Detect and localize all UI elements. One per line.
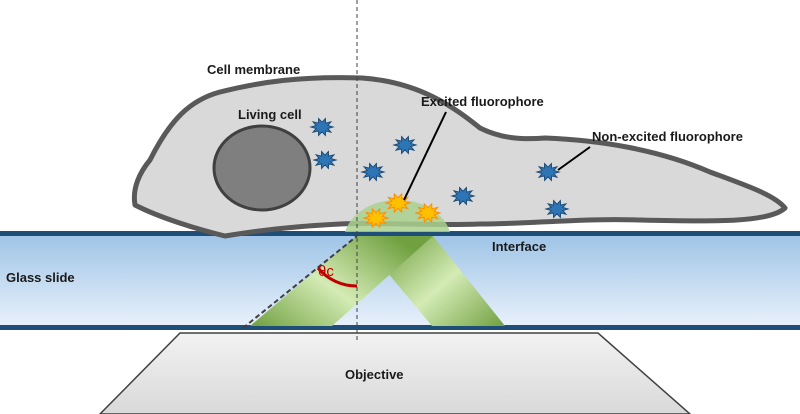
nucleus — [212, 124, 312, 212]
excited-fluorophore-label: Excited fluorophore — [421, 94, 544, 109]
non-excited-fluorophore-icon — [312, 150, 338, 170]
objective-label: Objective — [345, 367, 404, 382]
excited-fluorophore-icon — [414, 202, 442, 224]
non-excited-fluorophore-icon — [544, 199, 570, 219]
excited-pointer — [403, 111, 447, 201]
critical-angle-line — [242, 235, 358, 329]
non-excited-fluorophore-icon — [309, 117, 335, 137]
living-cell-label: Living cell — [238, 107, 302, 122]
critical-angle-label: θc — [318, 263, 334, 280]
non-excited-fluorophore-icon — [392, 135, 418, 155]
non-excited-fluorophore-icon — [450, 186, 476, 206]
cell-membrane-label: Cell membrane — [207, 62, 300, 77]
fluorophores — [309, 117, 570, 229]
excited-fluorophore-icon — [362, 207, 390, 229]
objective-lens — [98, 332, 692, 414]
glass-slide-label: Glass slide — [6, 270, 75, 285]
glass-bottom-line — [0, 325, 800, 330]
angle-arc — [316, 267, 358, 288]
interface-line — [0, 231, 800, 236]
interface-label: Interface — [492, 239, 546, 254]
non-excited-pointer — [557, 146, 591, 171]
non-excited-fluorophore-icon — [535, 162, 561, 182]
non-excited-fluorophore-label: Non-excited fluorophore — [592, 129, 743, 144]
non-excited-fluorophore-icon — [360, 162, 386, 182]
incident-beam — [250, 236, 433, 326]
